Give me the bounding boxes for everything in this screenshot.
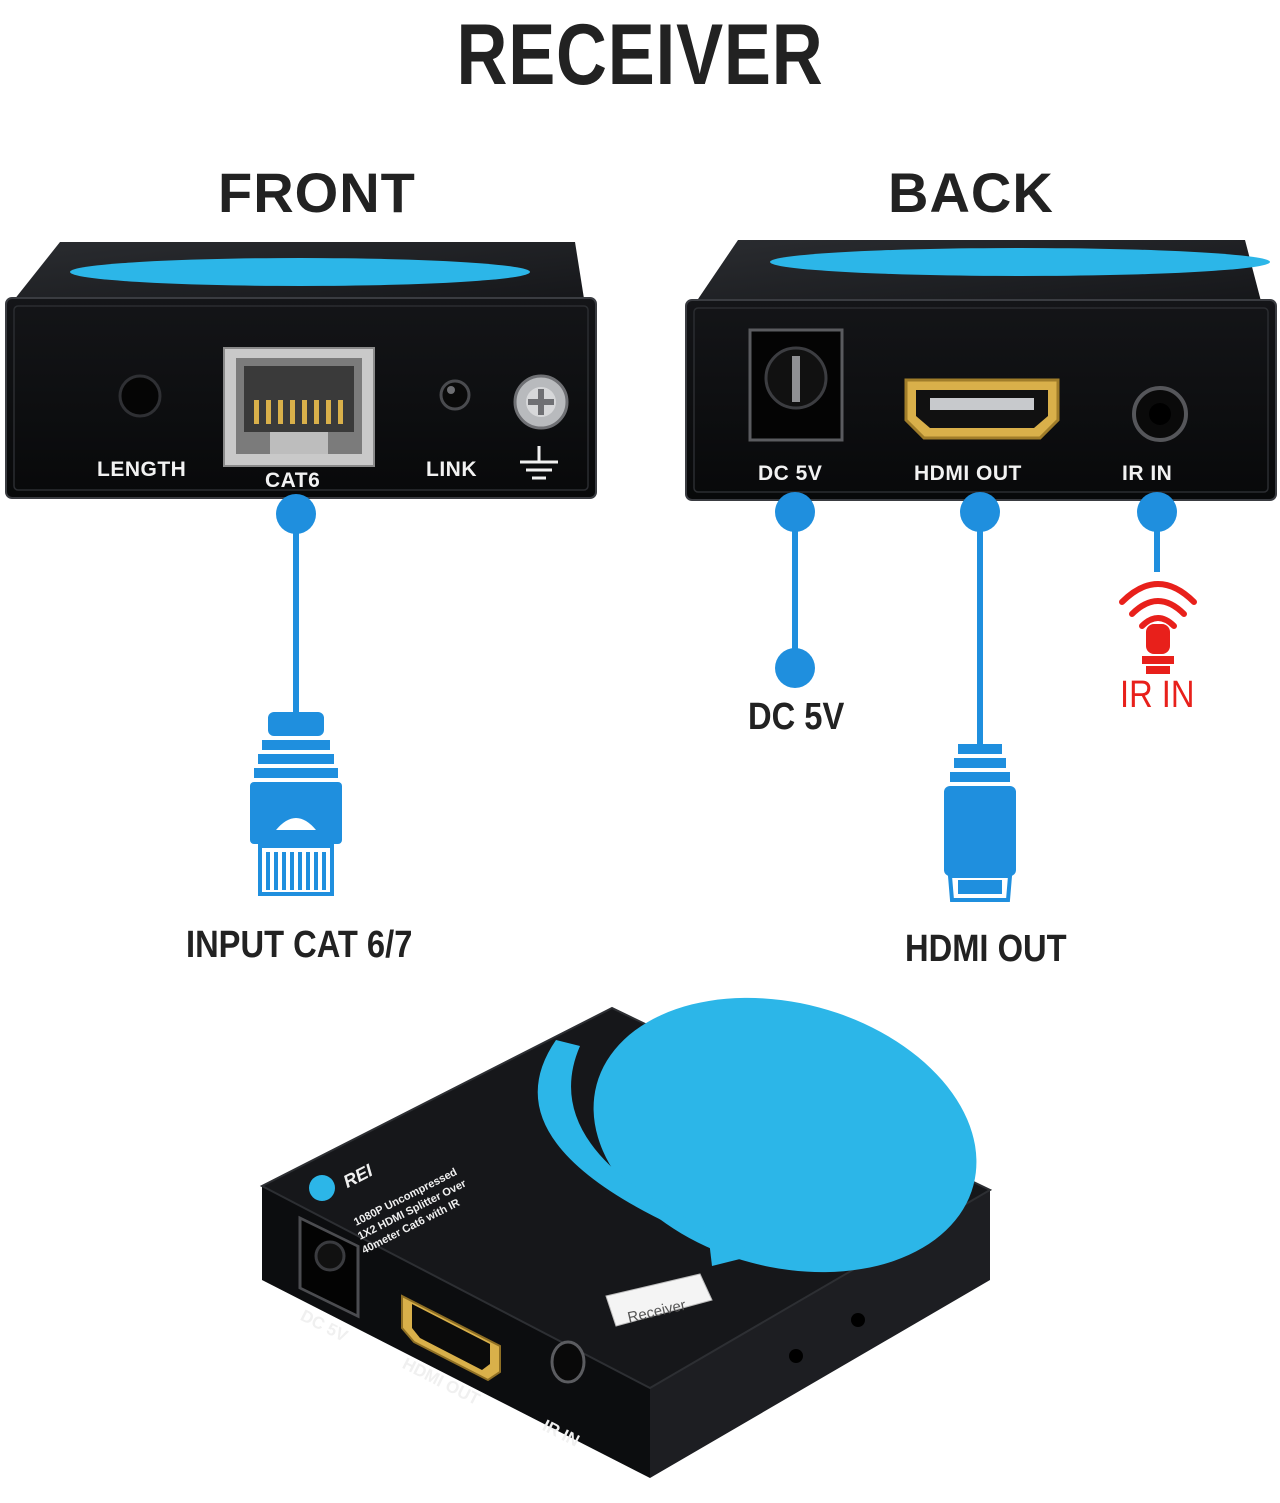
ground-symbol-icon xyxy=(520,446,558,480)
dc-jack[interactable] xyxy=(748,328,844,442)
page-title: RECEIVER xyxy=(456,7,824,103)
callout-input-cat: INPUT CAT 6/7 xyxy=(186,924,413,966)
receiver-device xyxy=(259,997,993,1478)
front-heading: FRONT xyxy=(218,161,416,224)
front-label-length: LENGTH xyxy=(97,458,187,481)
back-heading: BACK xyxy=(888,161,1054,224)
back-unit xyxy=(685,240,1277,501)
back-label-ir: IR IN xyxy=(1122,462,1173,485)
link-led xyxy=(439,379,471,411)
connector-lines xyxy=(276,492,1177,748)
cat6-port[interactable] xyxy=(223,347,375,467)
ethernet-plug-icon xyxy=(250,712,342,896)
hdmi-plug-icon xyxy=(944,744,1016,902)
brand-logo-icon xyxy=(309,1175,335,1201)
callout-hdmi: HDMI OUT xyxy=(905,928,1067,970)
front-label-link: LINK xyxy=(426,458,477,481)
back-label-hdmi: HDMI OUT xyxy=(914,462,1022,485)
length-button[interactable] xyxy=(118,374,162,418)
device-ir-jack xyxy=(550,1340,586,1384)
callout-ir: IR IN xyxy=(1120,674,1195,716)
screw-icon xyxy=(513,374,569,430)
callout-dc: DC 5V xyxy=(748,696,845,738)
front-label-cat6: CAT6 xyxy=(265,469,321,492)
back-label-dc: DC 5V xyxy=(758,462,823,485)
ir-signal-icon xyxy=(1119,581,1197,629)
ir-plug-icon xyxy=(1142,624,1174,674)
hdmi-port[interactable] xyxy=(904,378,1060,440)
front-unit xyxy=(5,242,597,499)
